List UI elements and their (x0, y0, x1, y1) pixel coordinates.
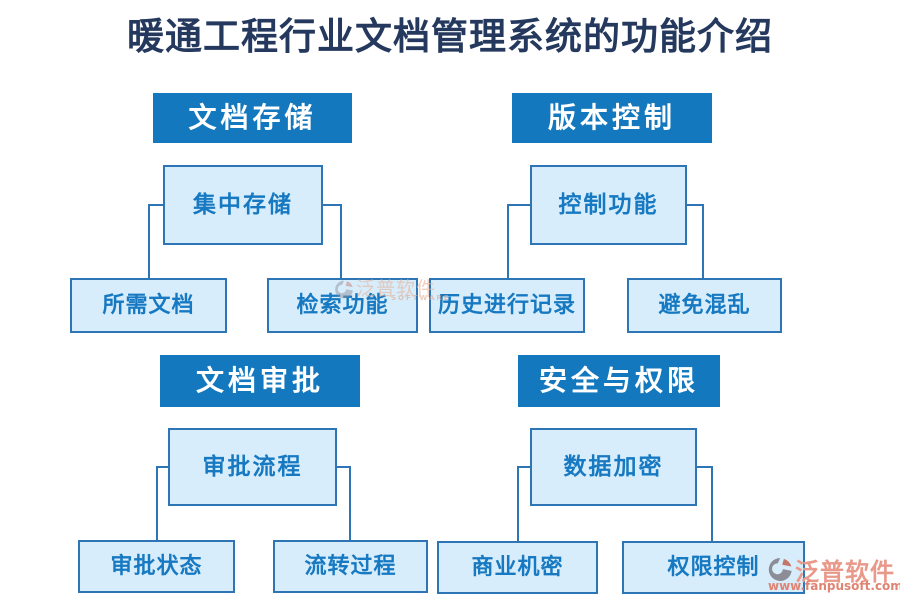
node-control-function: 控制功能 (530, 165, 687, 245)
leaf-business-secret: 商业机密 (437, 541, 598, 594)
leaf-history-record: 历史进行记录 (429, 278, 585, 333)
connector (517, 466, 530, 541)
node-centralized-storage: 集中存储 (163, 165, 323, 245)
leaf-approval-status: 审批状态 (78, 540, 235, 593)
leaf-circulation-process: 流转过程 (273, 540, 428, 593)
connector (337, 466, 351, 540)
connector (697, 466, 713, 541)
page-title: 暖通工程行业文档管理系统的功能介绍 (127, 14, 773, 58)
leaf-permission-control: 权限控制 (622, 541, 805, 594)
connector (507, 204, 530, 278)
section-header-doc-storage: 文档存储 (153, 93, 352, 143)
leaf-search-function: 检索功能 (267, 278, 418, 333)
section-header-security-permissions: 安全与权限 (518, 355, 720, 407)
brand-name: 泛普软件 (795, 557, 895, 586)
connector (687, 204, 704, 278)
fanpu-swirl-icon (768, 558, 792, 581)
brand-logo: 泛普软件 www.fanpusoft.com (764, 552, 900, 596)
connector (323, 204, 342, 278)
leaf-required-docs: 所需文档 (70, 278, 227, 333)
node-approval-process: 审批流程 (168, 428, 337, 506)
section-header-version-control: 版本控制 (512, 93, 712, 143)
node-data-encryption: 数据加密 (530, 428, 697, 506)
brand-url: www.fanpusoft.com (768, 579, 900, 593)
section-header-doc-approval: 文档审批 (160, 355, 360, 407)
leaf-avoid-confusion: 避免混乱 (627, 278, 782, 333)
connector (156, 466, 168, 540)
connector (148, 204, 163, 278)
